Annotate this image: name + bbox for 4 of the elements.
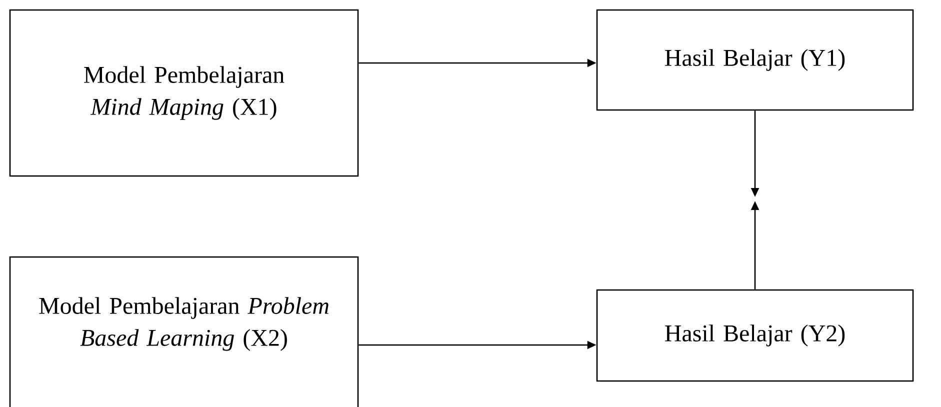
process-box: Model Pembelajaran Problem Based Learning (X2)	[9, 256, 359, 407]
process-box: Model Pembelajaran Mind Maping (X1)	[9, 9, 359, 177]
process-box: Hasil Belajar (Y1)	[596, 9, 914, 111]
process-box: Hasil Belajar (Y2)	[596, 289, 914, 382]
